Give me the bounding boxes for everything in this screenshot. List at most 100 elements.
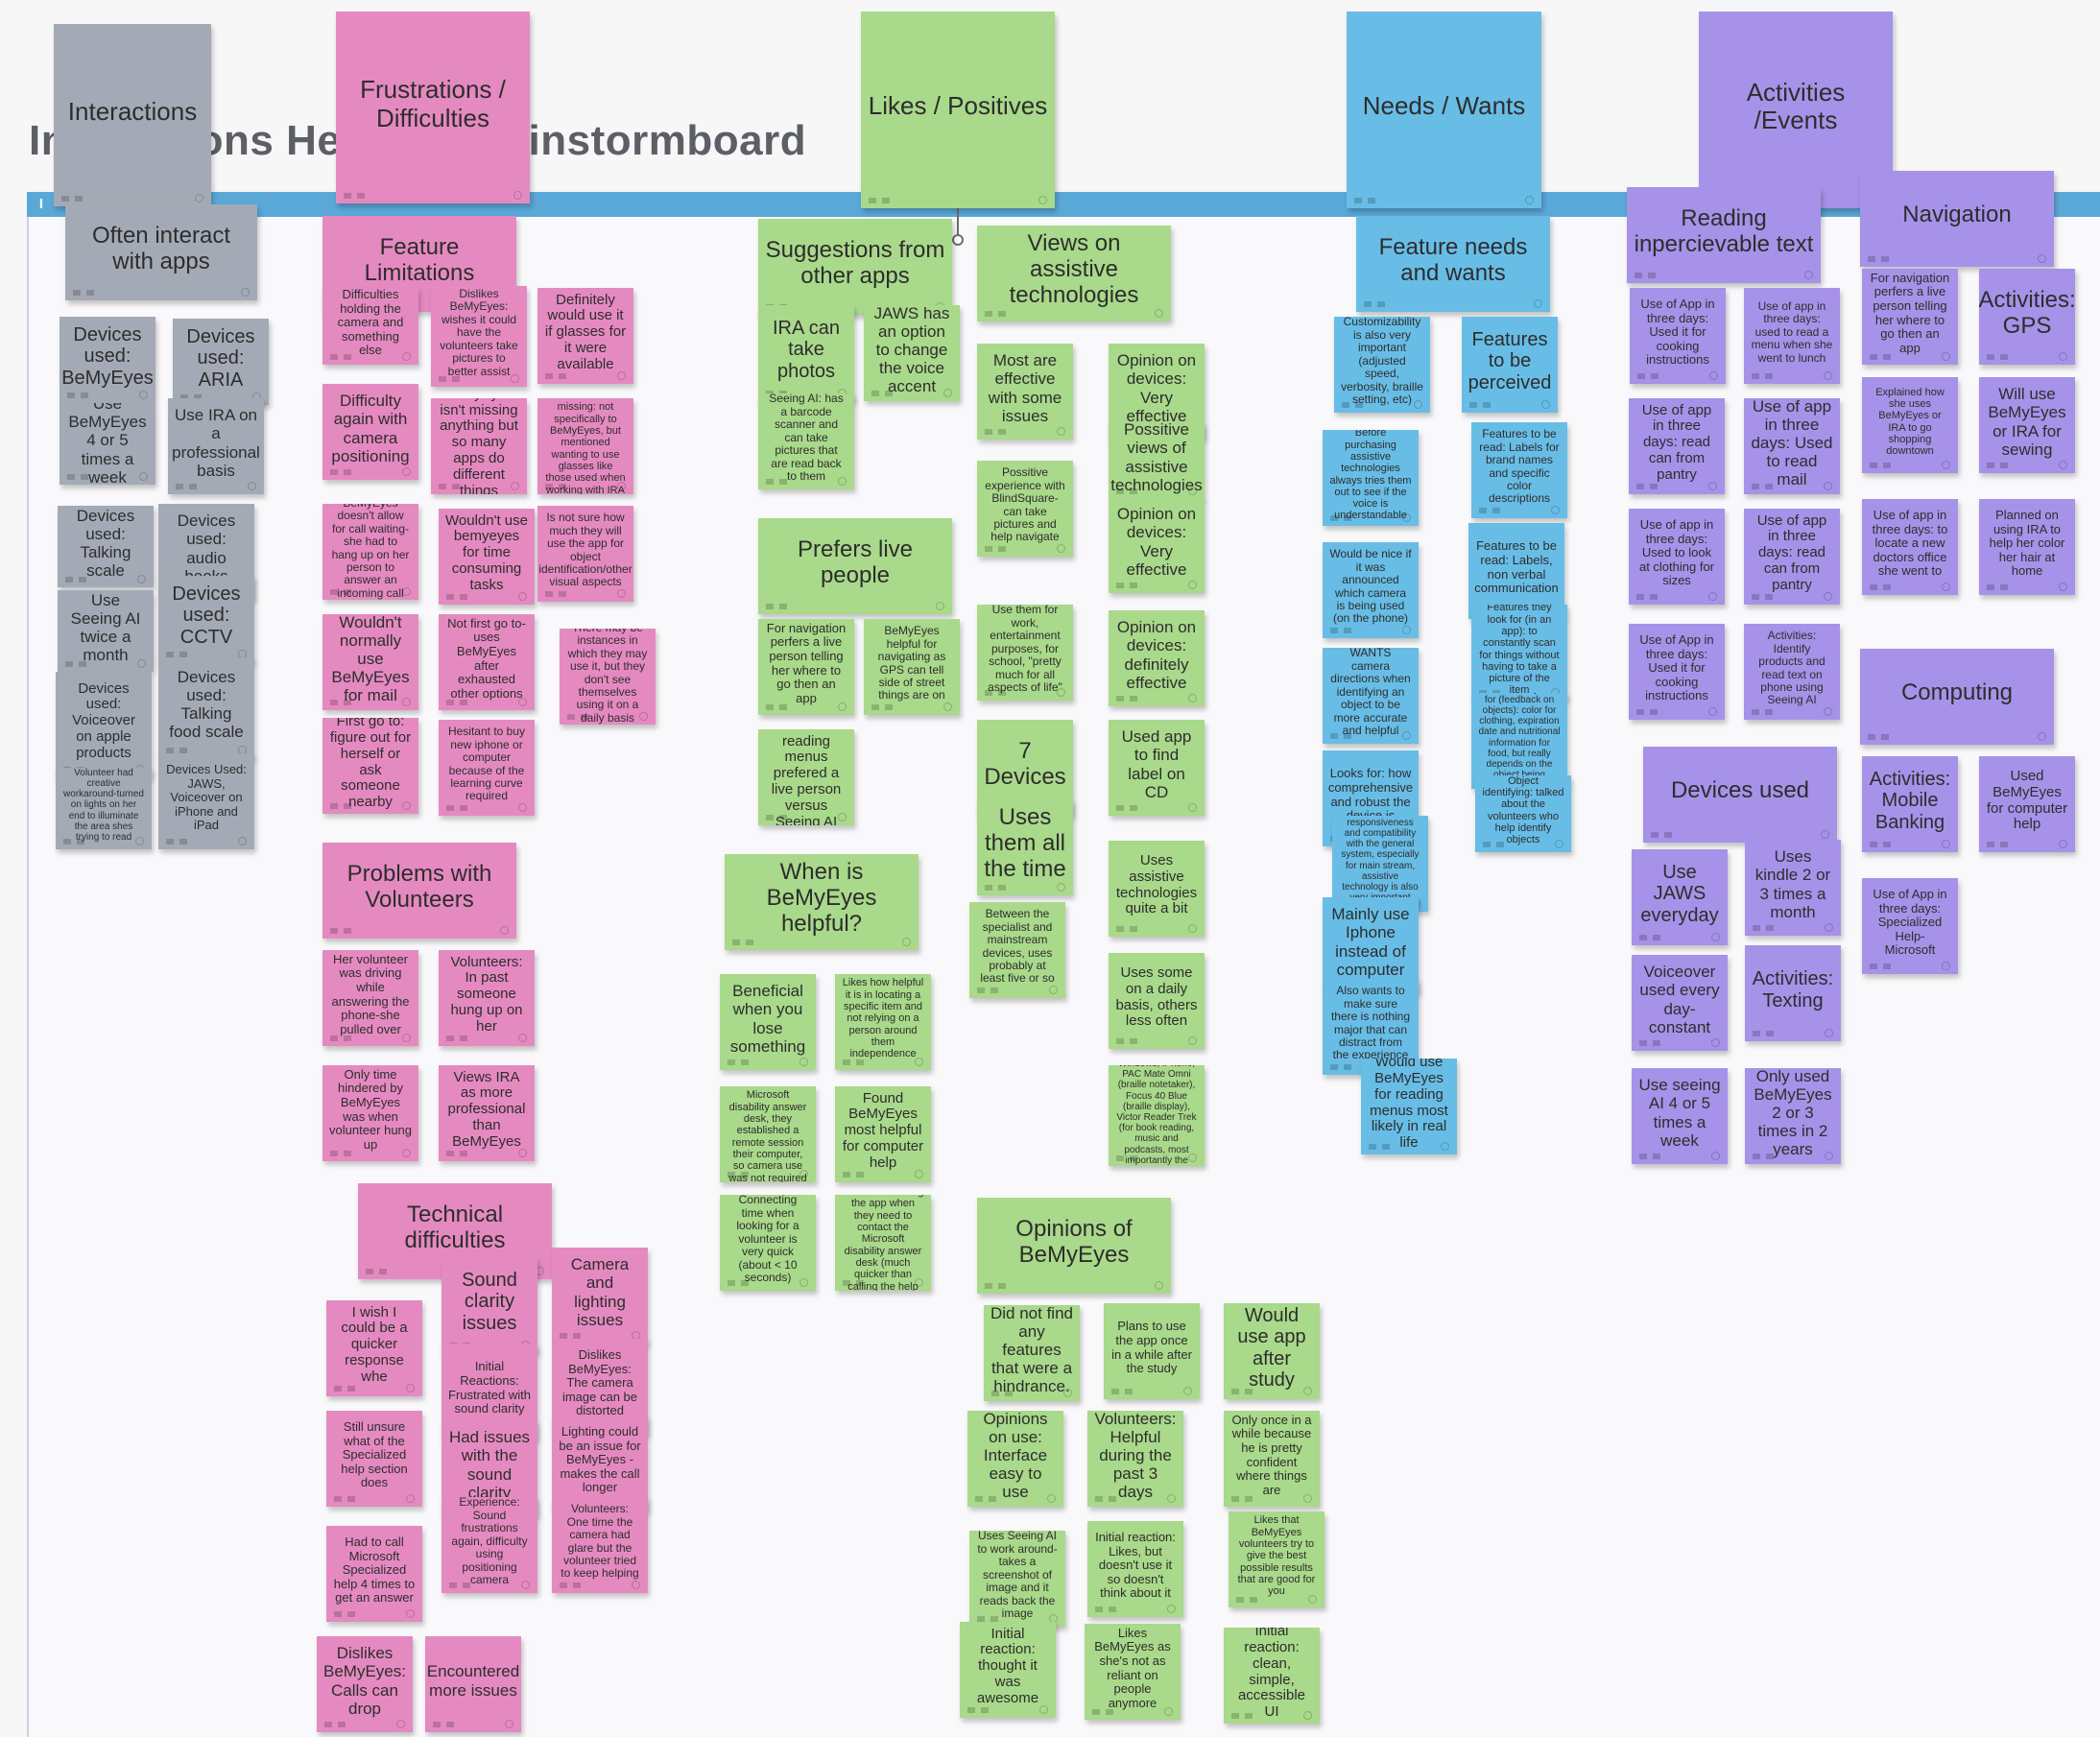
positive-sticky-note[interactable]: Does see themselves using the app when t… [835, 1195, 931, 1291]
frustration-sticky-note[interactable]: Still unsure what of the Specialized hel… [326, 1411, 422, 1507]
positive-sticky-note[interactable]: Initial reaction: clean, simple, accessi… [1224, 1628, 1320, 1724]
interactions-sticky-note[interactable]: Devices used: ARIA [173, 319, 269, 405]
need-sticky-note[interactable]: WANTS camera directions when identifying… [1323, 648, 1419, 744]
frustration-sticky-note[interactable]: Definitely would use it if glasses for i… [537, 288, 633, 384]
activity-sticky-note[interactable]: Use of App in three days: Used it for co… [1629, 624, 1725, 720]
positive-sticky-note[interactable]: Opinions of BeMyEyes [977, 1198, 1171, 1294]
positive-sticky-note[interactable]: Uses them all the time [977, 799, 1073, 895]
interactions-sticky-note[interactable]: Use IRA on a professional basis [168, 398, 264, 494]
activity-sticky-note[interactable]: Reading inpercievable text [1627, 187, 1821, 283]
positive-sticky-note[interactable]: For navigation perfers a live person tel… [758, 619, 854, 715]
activity-sticky-note[interactable]: Use of app in three days: Used to look a… [1629, 509, 1725, 605]
frustration-sticky-note[interactable]: Not first go to- uses BeMyEyes after exh… [439, 614, 535, 710]
positive-sticky-note[interactable]: Suggestions from other apps [758, 219, 952, 315]
interactions-sticky-note[interactable]: Devices used: Voiceover on apple product… [56, 672, 152, 777]
activity-sticky-note[interactable]: Use of app in three days: read can from … [1744, 509, 1840, 605]
need-sticky-note[interactable]: Features they look for (in an app): to c… [1471, 605, 1567, 701]
need-sticky-note[interactable]: Features to be perceived [1462, 317, 1558, 413]
need-sticky-note[interactable]: Object identifying: talked about the vol… [1475, 775, 1571, 852]
frustration-sticky-note[interactable]: Wouldn't normally use BeMyEyes for mail [322, 614, 418, 710]
activity-sticky-note[interactable]: Activities: GPS [1979, 269, 2075, 365]
frustration-sticky-note[interactable]: Dislikes BeMyEyes: wishes it could have … [431, 286, 527, 387]
activity-sticky-note[interactable]: Planned on using IRA to help her color h… [1979, 499, 2075, 595]
frustration-sticky-note[interactable]: Had to call Microsoft Specialized help 4… [326, 1526, 422, 1622]
positive-sticky-note[interactable]: Likes that BeMyEyes volunteers try to gi… [1229, 1511, 1324, 1607]
activity-sticky-note[interactable]: Use of app in three days: Used to read m… [1744, 398, 1840, 494]
frustration-sticky-note[interactable]: BeMyEyes doesn't allow for call waiting-… [322, 504, 418, 600]
activity-sticky-note[interactable]: Only used BeMyEyes 2 or 3 times in 2 yea… [1745, 1068, 1841, 1164]
positive-sticky-note[interactable]: Opinion on devices: definitely effective [1109, 610, 1205, 706]
positive-sticky-note[interactable]: Connecting time when looking for a volun… [720, 1195, 816, 1291]
activity-sticky-note[interactable]: Voiceover used every day-constant [1632, 955, 1728, 1051]
need-sticky-note[interactable]: Feature needs and wants [1356, 216, 1550, 312]
positive-sticky-note[interactable]: Prefers live people [758, 518, 952, 614]
positive-sticky-note[interactable]: With the Microsoft disability answer des… [720, 1086, 816, 1182]
activity-sticky-note[interactable]: Use of App in three days: Specialized He… [1862, 878, 1958, 974]
activity-sticky-note[interactable]: Navigation [1860, 171, 2054, 267]
positive-sticky-note[interactable]: Views on assistive technologies [977, 226, 1171, 321]
need-sticky-note[interactable]: Before purchasing assistive technologies… [1323, 430, 1419, 526]
need-sticky-note[interactable]: Needs / Wants [1347, 12, 1541, 208]
activity-sticky-note[interactable]: Will use BeMyEyes or IRA for sewing [1979, 377, 2075, 473]
positive-sticky-note[interactable]: IRA can take photos [758, 305, 854, 401]
need-sticky-note[interactable]: Customizability is also very important (… [1334, 317, 1430, 413]
frustration-sticky-note[interactable]: Features missing: not specifically to Be… [537, 398, 633, 494]
positive-sticky-note[interactable]: When is BeMyEyes helpful? [725, 854, 919, 950]
positive-sticky-note[interactable]: BeMyEyes helpful for navigating as GPS c… [864, 619, 960, 715]
connector-handle[interactable] [952, 234, 964, 246]
activity-sticky-note[interactable]: Activities: Mobile Banking [1862, 756, 1958, 852]
interactions-sticky-note[interactable]: Devices used: BeMyEyes [60, 317, 155, 403]
frustration-sticky-note[interactable]: Sound clarity issues [441, 1257, 537, 1353]
frustration-sticky-note[interactable]: First go to: figure out for herself or a… [322, 718, 418, 814]
activity-sticky-note[interactable]: Use of app in three days: used to read a… [1744, 288, 1840, 384]
positive-sticky-note[interactable]: Uses some on a daily basis, others less … [1109, 953, 1205, 1049]
frustration-sticky-note[interactable]: I wish I could be a quicker response whe [326, 1300, 422, 1396]
activity-sticky-note[interactable]: Use JAWS everyday [1632, 849, 1728, 945]
activity-sticky-note[interactable]: Use of app in three days: read can from … [1629, 398, 1725, 494]
activity-sticky-note[interactable]: Devices used [1643, 747, 1837, 843]
interactions-sticky-note[interactable]: Interactions [54, 24, 211, 206]
frustration-sticky-note[interactable]: Camera and lighting issues [552, 1248, 648, 1344]
frustration-sticky-note[interactable]: Lighting could be an issue for BeMyEyes … [552, 1416, 648, 1511]
frustration-sticky-note[interactable]: BeMyEyes isn't missing anything but so m… [431, 398, 527, 494]
frustration-sticky-note[interactable]: There may be instances in which they may… [560, 629, 656, 725]
activity-sticky-note[interactable]: Use seeing AI 4 or 5 times a week [1632, 1068, 1728, 1164]
positive-sticky-note[interactable]: Uses assistive technologies quite a bit [1109, 841, 1205, 937]
positive-sticky-note[interactable]: When reading menus prefered a live perso… [758, 729, 854, 825]
frustration-sticky-note[interactable]: Difficulties holding the camera and some… [322, 288, 418, 365]
activity-sticky-note[interactable]: Activities: Identify products and read t… [1744, 624, 1840, 720]
need-sticky-note[interactable]: Features to be read: Labels for brand na… [1471, 422, 1567, 518]
activity-sticky-note[interactable]: For navigation perfers a live person tel… [1862, 269, 1958, 365]
activity-sticky-note[interactable]: Activities: Texting [1745, 945, 1841, 1041]
positive-sticky-note[interactable]: Likes / Positives [861, 12, 1055, 208]
interactions-sticky-note[interactable]: Use BeMyEyes 4 or 5 times a week [60, 403, 155, 485]
need-sticky-note[interactable]: Also wants to make sure there is nothing… [1323, 979, 1419, 1075]
frustration-sticky-note[interactable]: Encountered more issues [425, 1636, 521, 1732]
interactions-sticky-note[interactable]: Often interact with apps [65, 204, 257, 300]
positive-sticky-note[interactable]: JAWS has an option to change the voice a… [864, 305, 960, 401]
positive-sticky-note[interactable]: Initial reaction: thought it was awesome [960, 1622, 1056, 1718]
frustration-sticky-note[interactable]: Volunteers: In past someone hung up on h… [439, 950, 535, 1046]
frustration-sticky-note[interactable]: Frustrations / Difficulties [336, 12, 530, 203]
frustration-sticky-note[interactable]: Only time hindered by BeMyEyes was when … [322, 1065, 418, 1161]
positive-sticky-note[interactable]: Found BeMyEyes most helpful for computer… [835, 1086, 931, 1182]
frustration-sticky-note[interactable]: Her volunteer was driving while answerin… [322, 950, 418, 1046]
positive-sticky-note[interactable]: Opinion on devices: Very effective [1109, 497, 1205, 593]
positive-sticky-note[interactable]: Only once in a while because he is prett… [1224, 1411, 1320, 1507]
frustration-sticky-note[interactable]: Views IRA as more professional than BeMy… [439, 1065, 535, 1161]
interactions-sticky-note[interactable]: Devices used: Talking food scale [158, 657, 254, 758]
activity-sticky-note[interactable]: Used BeMyEyes for computer help [1979, 756, 2075, 852]
interactions-sticky-note[interactable]: Devices used: Talking scale [58, 506, 154, 587]
positive-sticky-note[interactable]: Uses Seeing AI to work around- takes a s… [969, 1531, 1065, 1627]
activity-sticky-note[interactable]: Computing [1860, 649, 2054, 745]
positive-sticky-note[interactable]: Opinions on use: Interface easy to use [967, 1411, 1063, 1507]
positive-sticky-note[interactable]: Likes how helpful it is in locating a sp… [835, 974, 931, 1070]
need-sticky-note[interactable]: Features they look for (feedback on obje… [1471, 693, 1567, 789]
frustration-sticky-note[interactable]: Wouldn't use bemyeyes for time consuming… [439, 509, 535, 605]
positive-sticky-note[interactable]: Volunteers: Helpful during the past 3 da… [1087, 1411, 1183, 1507]
positive-sticky-note[interactable]: Possitive views of assistive technologie… [1109, 422, 1205, 499]
positive-sticky-note[interactable]: Uses JAWS for Windows, iPhone, PAC Mate … [1109, 1065, 1205, 1166]
frustration-sticky-note[interactable]: Volunteers: One time the camera had glar… [552, 1497, 648, 1593]
positive-sticky-note[interactable]: Beneficial when you lose something [720, 974, 816, 1070]
